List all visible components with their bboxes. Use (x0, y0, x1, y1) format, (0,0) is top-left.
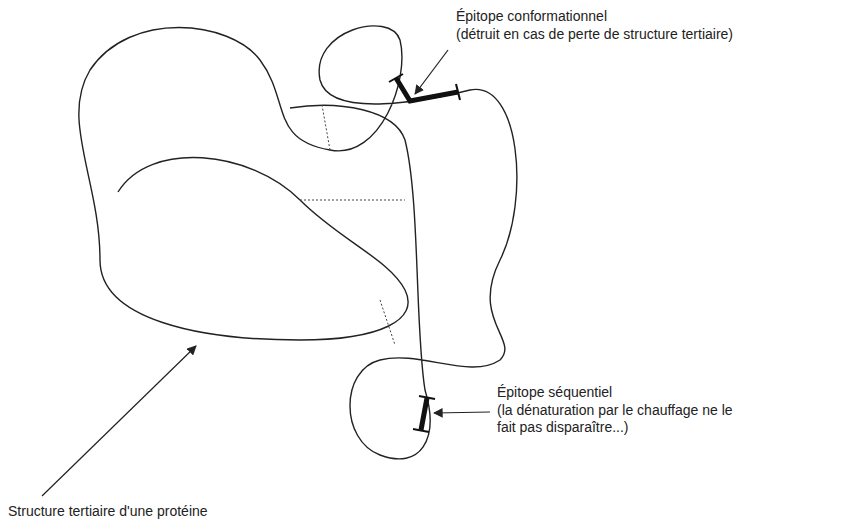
structure-caption: Structure tertiaire d'une protéine (8, 503, 408, 520)
epitope-title: Épitope séquentiel (497, 384, 837, 401)
leader-arrow (42, 50, 490, 496)
epitope-note: (la dénaturation par le chauffage ne le … (497, 402, 737, 436)
sequential-epitope (413, 396, 435, 432)
conformational-epitope (389, 74, 460, 101)
epitope-note: (détruit en cas de perte de structure te… (456, 26, 836, 43)
protein-chain (79, 26, 517, 459)
disulfide-bridge (300, 105, 405, 345)
epitope-title: Épitope conformationnel (456, 8, 836, 25)
